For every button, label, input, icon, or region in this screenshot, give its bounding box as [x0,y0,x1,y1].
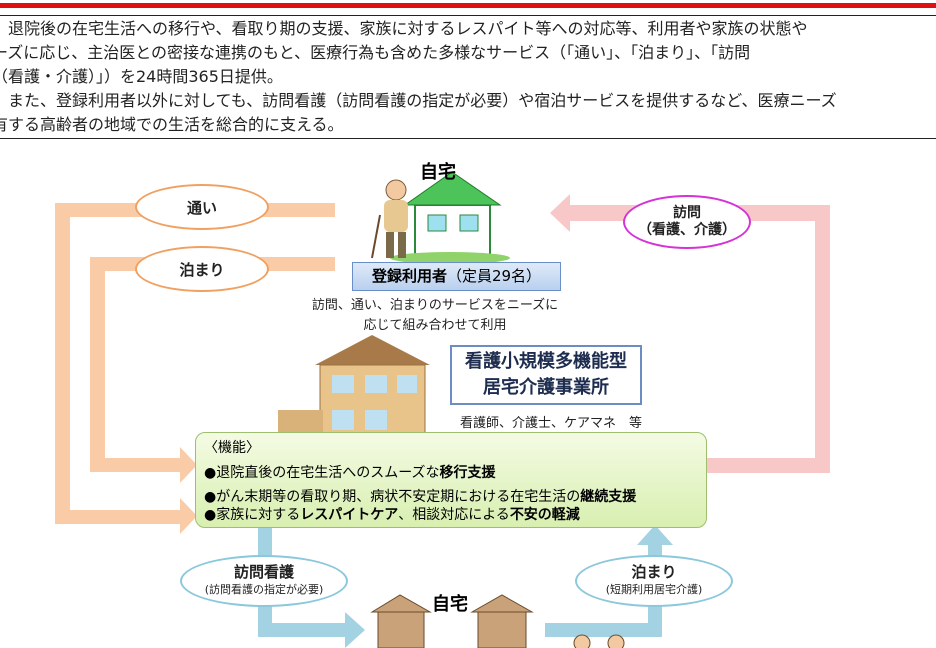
registered-label: 登録利用者 [371,267,447,285]
intro-text: 退院後の在宅生活への移行や、看取り期の支援、家族に対するレスパイト等への対応等、… [0,17,936,137]
tomari-bubble: 泊まり [135,246,269,292]
function-text: ●家族に対する [204,507,301,523]
intro-line: 退院後の在宅生活への移行や、看取り期の支援、家族に対するレスパイト等への対応等、… [8,19,808,38]
function-bold: レスパイトケア [300,507,399,523]
home-person-illustration [371,171,510,264]
kayoi-bubble: 通い [135,184,269,230]
function-text: 、相談対応による [398,507,510,523]
short-stay-bubble: 泊まり (短期利用居宅介護) [575,555,733,607]
combine-note: 訪問、通い、泊まりのサービスをニーズに応じて組み合わせて利用 [270,296,600,336]
office-name-box: 看護小規模多機能型居宅介護事業所 [450,345,642,405]
visit-nursing-label: 訪問看護 [233,563,294,581]
function-bold: 移行支援 [439,465,496,481]
intro-line: 有する高齢者の地域での生活を総合的に支える。 [0,115,344,134]
combine-line: 訪問、通い、泊まりのサービスをニーズに [311,298,559,313]
divider [0,138,936,139]
registered-users-box: 登録利用者（定員29名） [352,262,561,291]
home-label-top: 自宅 [420,162,456,183]
houmon-bubble: 訪問（看護、介護） [623,195,751,249]
registered-capacity: （定員29名） [446,267,542,285]
function-item: ●家族に対するレスパイトケア、相談対応による不安の軽減 [204,504,698,526]
combine-line: 応じて組み合わせて利用 [363,318,507,333]
orange-arrows [55,203,335,534]
office-line: 居宅介護事業所 [483,377,609,398]
function-text: ●退院直後の在宅生活へのスムーズな [204,465,440,481]
intro-line: （看護・介護）」）を24時間365日提供。 [0,67,283,86]
houmon-label: 訪問 [673,205,701,221]
blue-arrows [258,525,673,648]
intro-line: また、登録利用者以外に対しても、訪問看護（訪問看護の指定が必要）や宿泊サービスを… [8,91,837,110]
function-bold: 不安の軽減 [509,507,580,523]
short-stay-sub: (短期利用居宅介護) [605,583,703,596]
visit-nursing-bubble: 訪問看護 (訪問看護の指定が必要) [180,555,348,607]
short-stay-label: 泊まり [631,563,677,581]
staff-note: 看護師、介護士、ケアマネ 等 [460,416,643,431]
function-item: ●退院直後の在宅生活へのスムーズな移行支援 [204,462,698,484]
kayoi-label: 通い [186,198,217,217]
intro-line: ーズに応じ、主治医との密接な連携のもと、医療行為も含めた多様なサービス（「通い」… [0,43,751,62]
functions-box: 〈機能〉 ●退院直後の在宅生活へのスムーズな移行支援 ●がん末期等の看取り期、病… [195,432,707,528]
functions-heading: 〈機能〉 [204,440,260,456]
function-item: ●がん末期等の看取り期、病状不安定期における在宅生活の継続支援 [204,486,698,508]
visit-nursing-sub: (訪問看護の指定が必要) [204,583,324,596]
function-text: ●がん末期等の看取り期、病状不安定期における在宅生活の [204,489,581,505]
bottom-houses-illustration [370,594,625,648]
office-line: 看護小規模多機能型 [465,351,627,372]
home-label-bottom: 自宅 [432,594,468,615]
tomari-label: 泊まり [179,260,225,279]
houmon-sub: （看護、介護） [638,222,736,238]
top-red-rule [0,3,936,8]
function-bold: 継続支援 [580,489,637,505]
divider [0,15,936,16]
